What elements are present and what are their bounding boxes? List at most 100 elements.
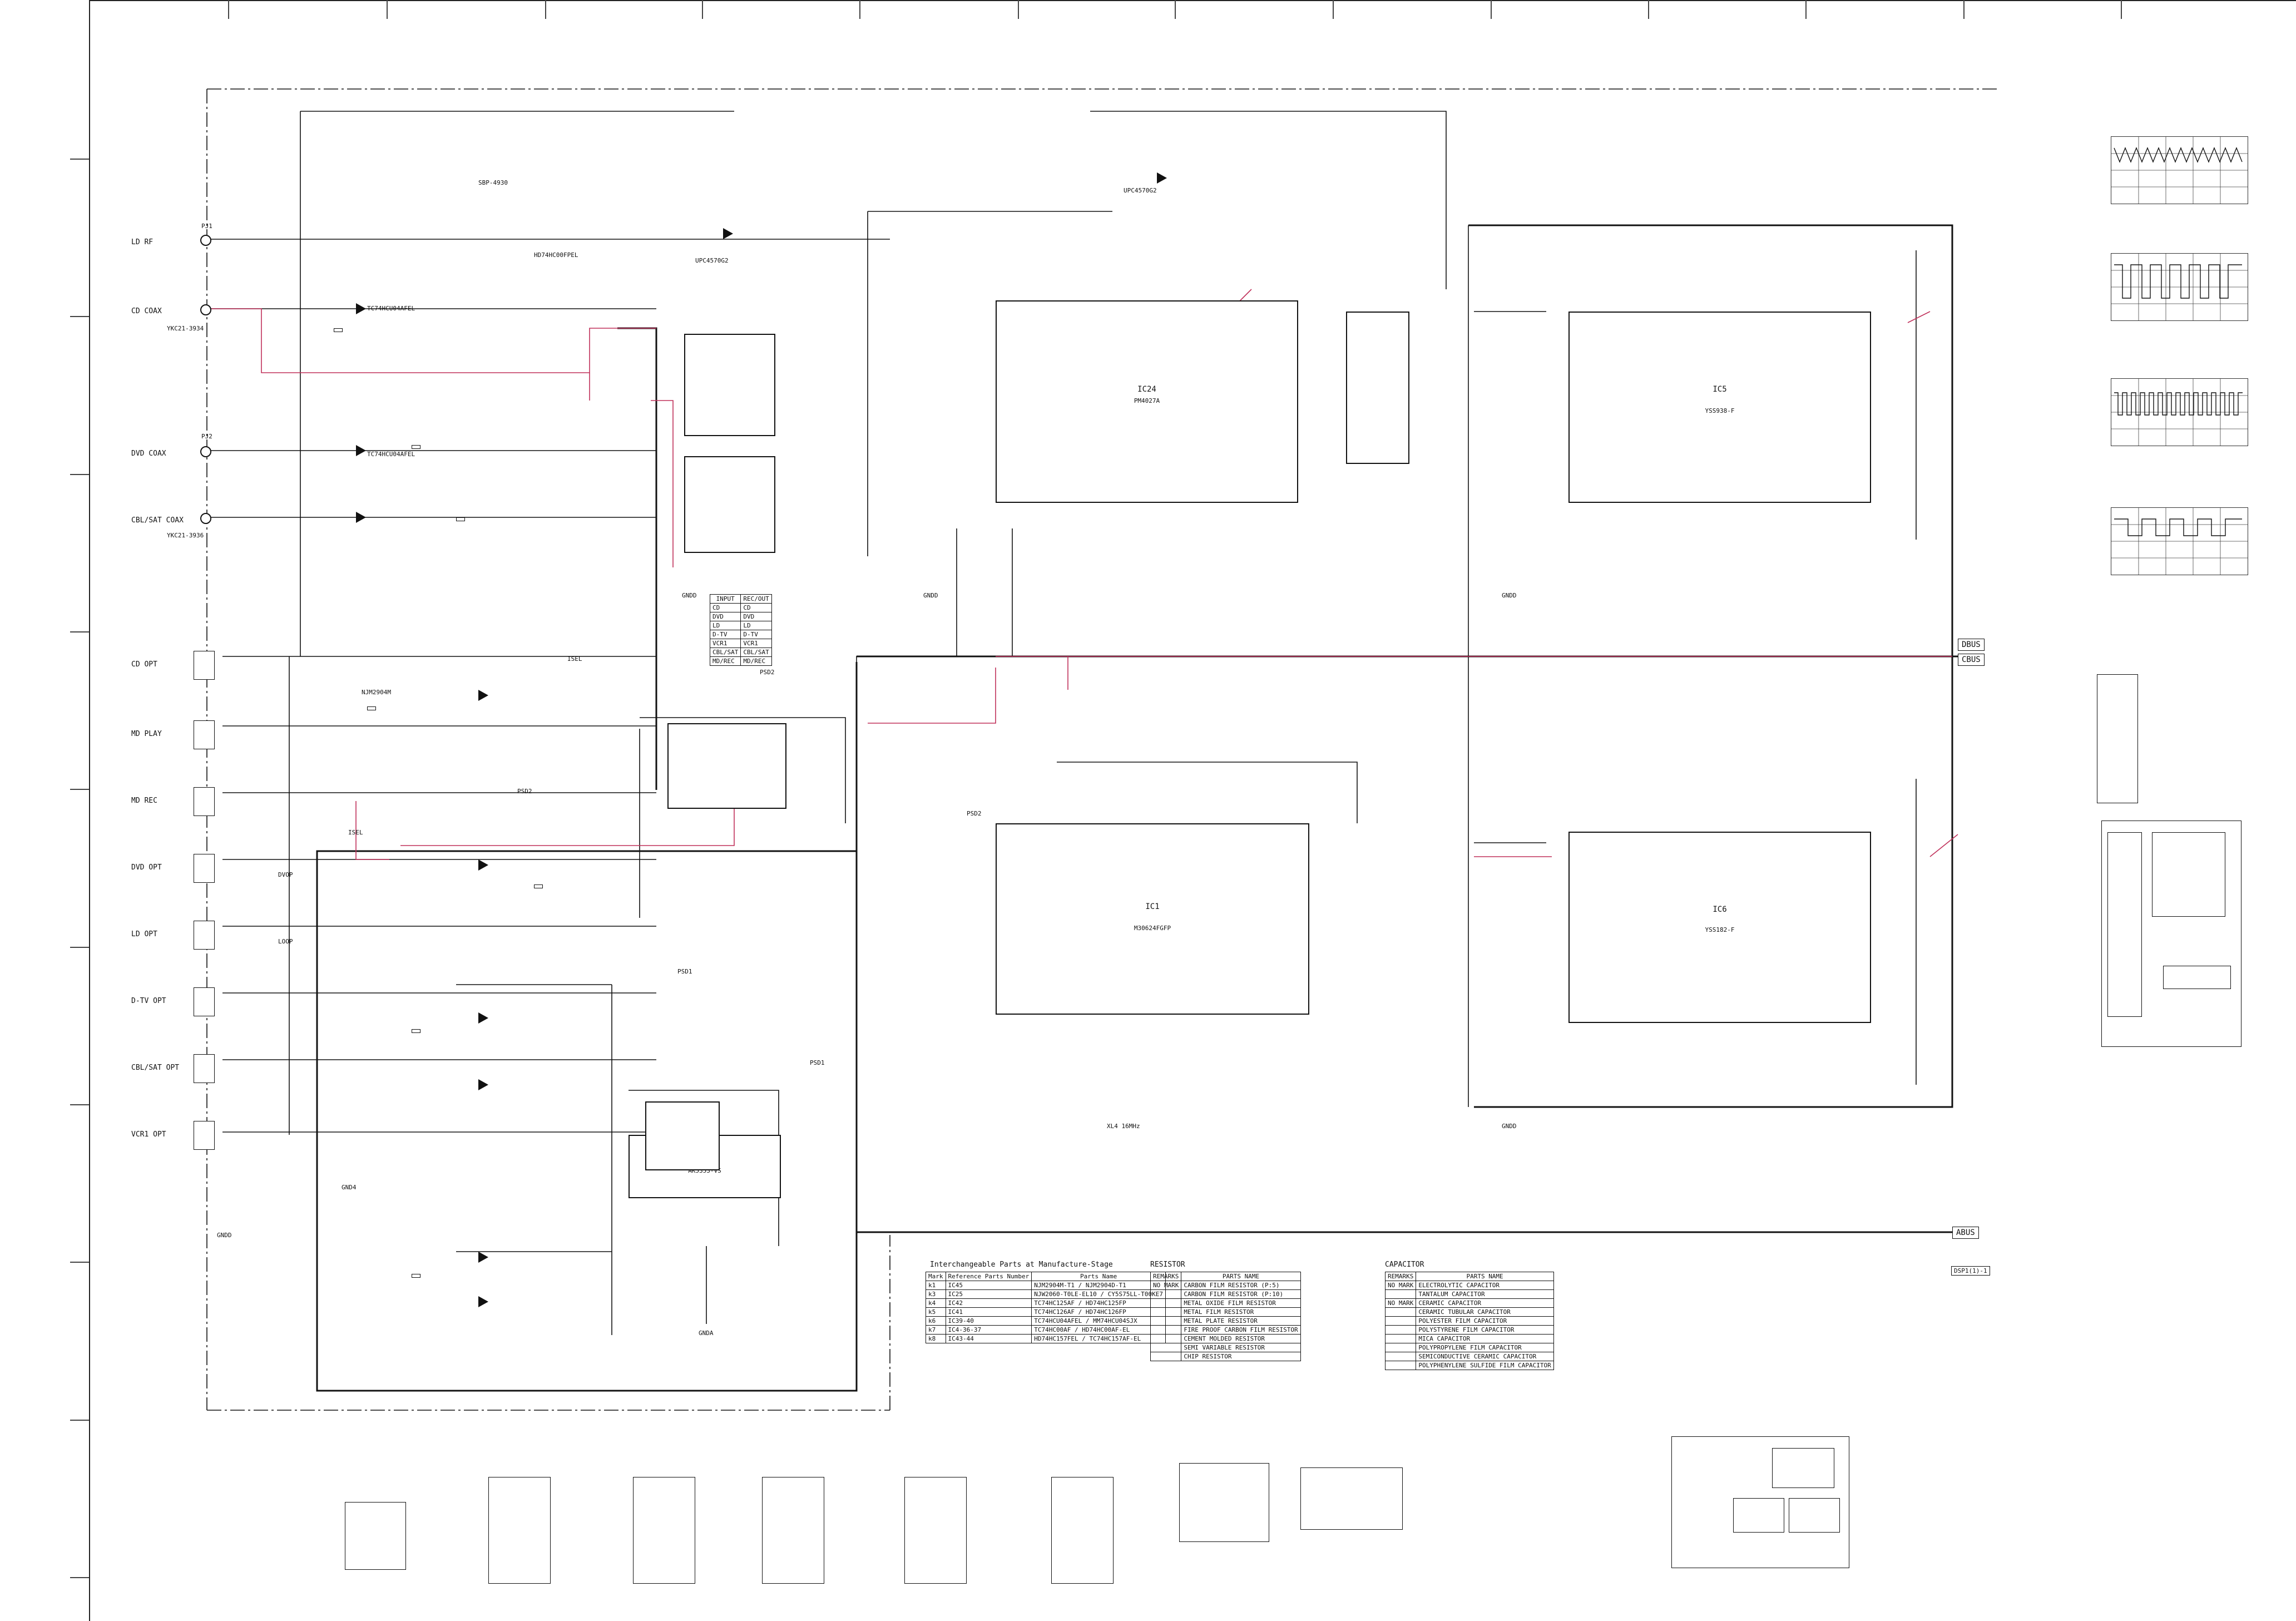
supply-label: PSD1 (677, 968, 692, 975)
optical-receiver (194, 787, 215, 816)
parts-cell: IC39-40 (945, 1316, 1032, 1326)
border-tick (1648, 0, 1649, 19)
ic-block (2152, 832, 2225, 917)
capacitor-cell: CERAMIC TUBULAR CAPACITOR (1416, 1307, 1554, 1317)
resistor (412, 1274, 420, 1278)
parts-cell: k3 (926, 1289, 946, 1299)
optical-receiver (194, 1054, 215, 1083)
jack-part-label: YKC21-3934 (167, 325, 204, 332)
parts-header: Reference Parts Number (945, 1272, 1032, 1281)
buffer-symbol (478, 859, 488, 871)
ic5-name: IC5 (1713, 385, 1727, 394)
coax-jack (200, 446, 211, 457)
resistor-cell (1150, 1307, 1182, 1317)
capacitor-cell (1384, 1334, 1417, 1343)
border-tick (70, 789, 89, 790)
waveform-panel (2111, 378, 2248, 446)
ic1-name: IC1 (1145, 902, 1160, 911)
resistor-cell (1150, 1343, 1182, 1352)
ic-block (2107, 832, 2142, 1017)
logic-ic (645, 1101, 720, 1170)
table-row: POLYSTYRENE FILM CAPACITOR (1384, 1325, 1554, 1335)
border-tick (70, 316, 89, 317)
resistor-cell (1150, 1289, 1182, 1299)
resistor (456, 517, 465, 521)
selector-cell: VCR1 (740, 639, 772, 648)
opamp-symbol (478, 1296, 488, 1307)
input-label-dtv-opt: D-TV OPT (131, 997, 166, 1005)
resistor (367, 706, 376, 710)
ic24-name: IC24 (1137, 385, 1156, 394)
border-tick (228, 0, 229, 19)
ground-label: GNDD (1502, 592, 1517, 599)
table-row: MICA CAPACITOR (1384, 1334, 1554, 1343)
selector-ic (684, 456, 775, 553)
input-label-ld-opt: LD OPT (131, 930, 157, 938)
resistor-cell (1150, 1352, 1182, 1361)
resistor-cell: CEMENT MOLDED RESISTOR (1181, 1334, 1301, 1343)
page-tag: DSP1(1)-1 (1951, 1266, 1990, 1276)
capacitor-cell: NO MARK (1384, 1298, 1417, 1308)
parts-cell: TC74HC125AF / HD74HC125FP (1031, 1298, 1166, 1308)
border-tick (1963, 0, 1965, 19)
border-tick (1805, 0, 1807, 19)
border-tick (1491, 0, 1492, 19)
selector-ic (684, 334, 775, 436)
optical-receiver (194, 1121, 215, 1150)
ic6-part: YSS182-F (1705, 926, 1735, 933)
ic1-chip: IC1 M30624FGFP (996, 823, 1309, 1015)
ic-package-dip (488, 1477, 551, 1584)
ic-package-dip (904, 1477, 967, 1584)
capacitor-cell: MICA CAPACITOR (1416, 1334, 1554, 1343)
optical-receiver (194, 987, 215, 1016)
border-tick (70, 159, 89, 160)
input-label-dvd-coax: DVD COAX (131, 449, 166, 458)
parts-cell: k4 (926, 1298, 946, 1308)
opamp-symbol (478, 1252, 488, 1263)
capacitor-cell (1384, 1352, 1417, 1361)
waveform-panel (2111, 507, 2248, 575)
buffer-symbol (356, 512, 366, 523)
selector-cell: D-TV (740, 630, 772, 639)
table-row: CARBON FILM RESISTOR (P:10) (1150, 1289, 1301, 1299)
input-label-vcr1-opt: VCR1 OPT (131, 1130, 166, 1139)
capacitor-cell (1384, 1343, 1417, 1352)
waveform-panel (2111, 253, 2248, 321)
table-row: SEMICONDUCTIVE CERAMIC CAPACITOR (1384, 1352, 1554, 1361)
parts-cell: k6 (926, 1316, 946, 1326)
resistor-cell: METAL PLATE RESISTOR (1181, 1316, 1301, 1326)
border-tick (545, 0, 546, 19)
opamp-symbol (1157, 172, 1167, 184)
supply-label: PSD2 (967, 810, 982, 817)
resistor-header: PARTS NAME (1181, 1272, 1301, 1281)
opamp-symbol (723, 228, 733, 239)
buffer-symbol (356, 303, 366, 314)
selector-cell: D-TV (709, 630, 741, 639)
input-label-cbl-coax: CBL/SAT COAX (131, 516, 184, 525)
selector-cell: CD (740, 603, 772, 612)
ic-block (1772, 1448, 1834, 1488)
border-tick (70, 1577, 89, 1578)
parts-header: Mark (926, 1272, 946, 1281)
sheet-top-border (89, 0, 2296, 1)
ground-label: GNDD (1502, 1123, 1517, 1130)
border-tick (70, 631, 89, 632)
selector-header: INPUT (709, 594, 741, 604)
waveform-graphic (2111, 508, 2248, 575)
input-label-md-rec: MD REC (131, 797, 157, 805)
opamp-symbol (478, 1012, 488, 1024)
selector-cell: DVD (709, 612, 741, 621)
cbus-tag: CBUS (1958, 654, 1985, 666)
capacitor-table-title: CAPACITOR (1385, 1261, 1424, 1269)
input-label-md-play: MD PLAY (131, 730, 162, 738)
input-label-ld-rf: LD RF (131, 238, 154, 246)
border-tick (1018, 0, 1019, 19)
ic-block (1733, 1498, 1784, 1533)
capacitor-header: REMARKS (1384, 1272, 1417, 1281)
ground-label: GNDD (923, 592, 938, 599)
border-tick (70, 1420, 89, 1421)
table-row: TANTALUM CAPACITOR (1384, 1289, 1554, 1299)
